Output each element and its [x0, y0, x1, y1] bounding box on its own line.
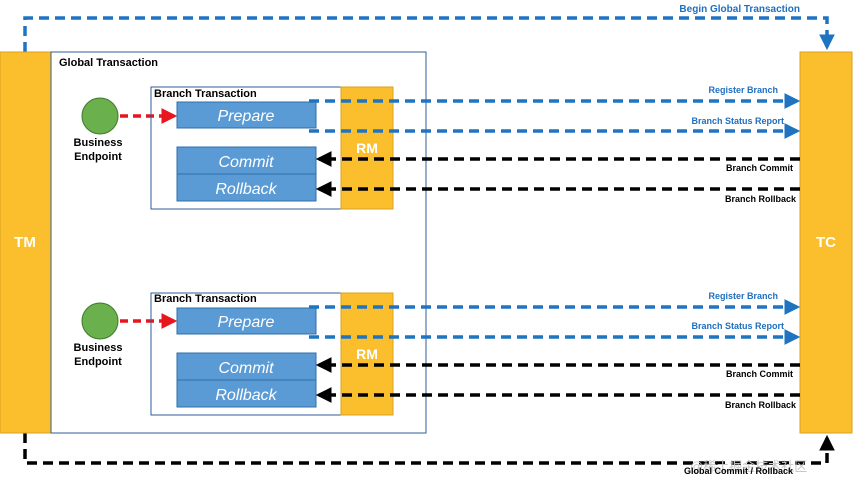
commit-label: Commit	[218, 360, 274, 377]
branch-group-2: Business Endpoint Branch Transaction Pre…	[74, 291, 801, 416]
global-transaction-label: Global Transaction	[59, 57, 158, 69]
rollback-box	[176, 379, 317, 408]
branch-transaction-label: Branch Transaction	[154, 293, 257, 305]
rollback-label: Rollback	[215, 181, 277, 198]
tc-label: TC	[816, 234, 836, 251]
global-commit-rollback-label: Global Commit / Rollback	[684, 466, 794, 476]
business-endpoint-label: Business	[74, 137, 123, 149]
register-branch-label: Register Branch	[708, 85, 778, 95]
commit-label: Commit	[218, 154, 274, 171]
prepare-label: Prepare	[218, 108, 275, 125]
branch-transaction-label: Branch Transaction	[154, 88, 257, 100]
register-branch-label: Register Branch	[708, 291, 778, 301]
begin-global-transaction-arrow	[23, 16, 835, 52]
prepare-box	[176, 101, 317, 129]
business-endpoint-label: Endpoint	[74, 356, 122, 368]
tm-label: TM	[14, 234, 36, 251]
watermark-text: @稀土掘金技术社区	[690, 459, 807, 474]
commit-box	[176, 352, 317, 381]
branch-status-report-label: Branch Status Report	[691, 321, 784, 331]
business-endpoint-label: Endpoint	[74, 151, 122, 163]
branch-group-1: Business Endpoint Branch Transaction Pre…	[74, 85, 801, 210]
global-transaction-box	[50, 51, 427, 434]
rollback-label: Rollback	[215, 387, 277, 404]
rollback-box	[176, 173, 317, 202]
prepare-box	[176, 307, 317, 335]
branch-commit-label: Branch Commit	[726, 369, 793, 379]
rm-label: RM	[356, 346, 378, 362]
rm-label: RM	[356, 140, 378, 156]
prepare-label: Prepare	[218, 314, 275, 331]
branch-status-report-label: Branch Status Report	[691, 116, 784, 126]
business-endpoint-circle	[81, 302, 119, 340]
business-endpoint-circle	[81, 97, 119, 135]
begin-global-transaction-label: Begin Global Transaction	[679, 4, 800, 15]
branch-rollback-label: Branch Rollback	[725, 400, 797, 410]
tc-column	[799, 51, 853, 434]
business-endpoint-label: Business	[74, 342, 123, 354]
branch-rollback-label: Branch Rollback	[725, 194, 797, 204]
branch-commit-label: Branch Commit	[726, 163, 793, 173]
tm-column	[0, 51, 52, 434]
